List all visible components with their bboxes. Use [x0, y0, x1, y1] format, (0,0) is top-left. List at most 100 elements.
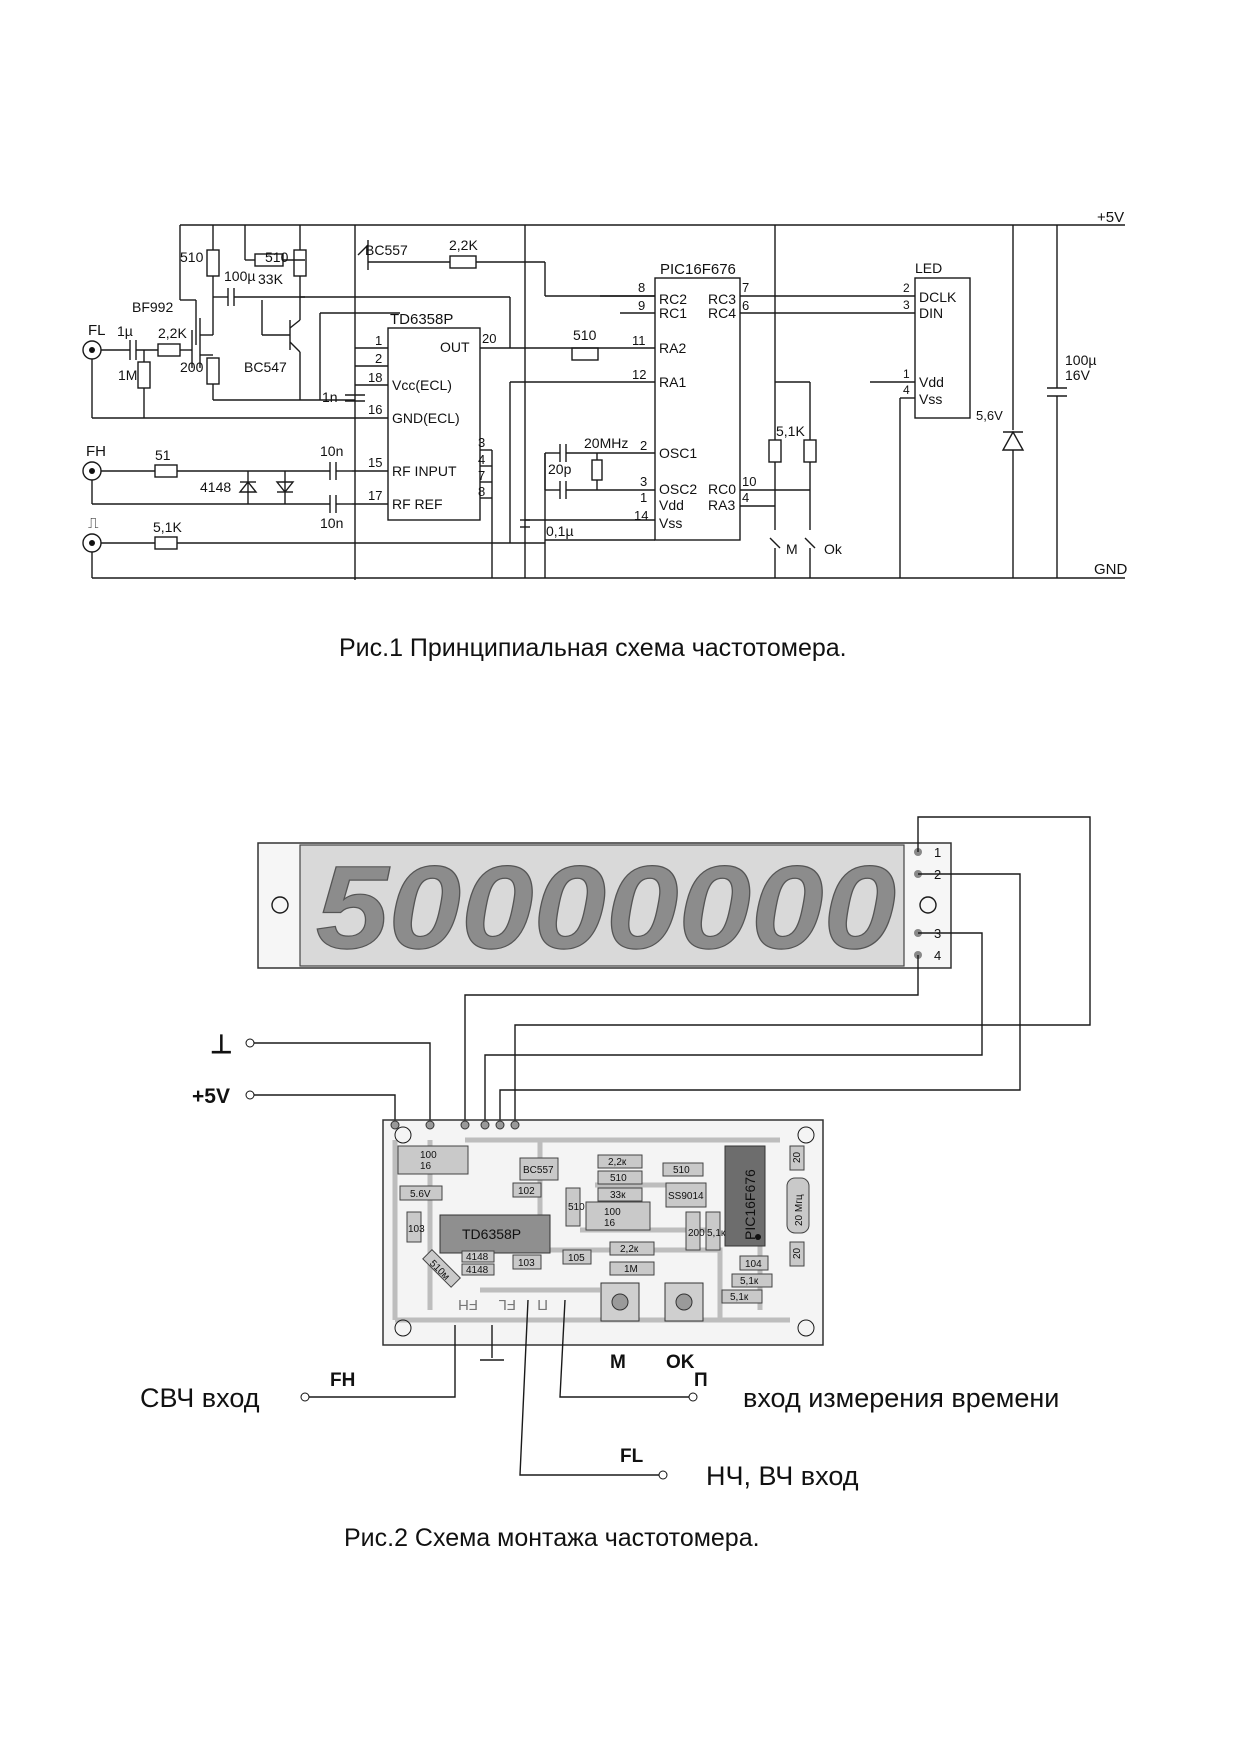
- pic-rc1: RC1: [659, 305, 687, 321]
- td-pin-15: 15: [368, 455, 382, 470]
- pic-pin-3: 3: [640, 474, 647, 489]
- button-ok-cap: [675, 1293, 693, 1311]
- pic-pin-1: 1: [640, 490, 647, 505]
- pcb-r-200-label: 200: [688, 1228, 705, 1239]
- pcb-r-5k1-a-label: 5,1к: [707, 1228, 726, 1239]
- resistor-51: [154, 464, 178, 478]
- pcb-r-2k2-b-label: 2,2к: [620, 1244, 639, 1255]
- pcb-r-2k2-a-label: 2,2к: [608, 1157, 627, 1168]
- button-ok-label: OK: [666, 1352, 695, 1373]
- silk-fl: FL: [498, 1296, 516, 1313]
- transistor-bc557: [357, 244, 369, 256]
- td-gnd-label: GND(ECL): [392, 410, 460, 426]
- sw-ok-label: Ok: [824, 541, 843, 557]
- pcb-ic-td6358p: [439, 1214, 551, 1254]
- r22k-top-label: 2,2K: [449, 237, 478, 253]
- led-module: [914, 277, 971, 419]
- gnd-terminal: [245, 1038, 255, 1048]
- r1m-label: 1M: [118, 367, 137, 383]
- pcb-r-2k2-a: [597, 1154, 643, 1169]
- pic-rc2: RC2: [659, 291, 687, 307]
- pic-ra3: RA3: [708, 497, 735, 513]
- r33k-label: 33K: [258, 271, 284, 287]
- vcc-terminal: [245, 1090, 255, 1100]
- pcb-cap-102-label: 102: [518, 1186, 535, 1197]
- pcb-cap-20-a: [789, 1145, 805, 1171]
- c20p-label: 20p: [548, 461, 572, 477]
- pcb-cap-104: [739, 1255, 769, 1271]
- pcb-cap-100u-a: [397, 1145, 469, 1175]
- td-rfin-label: RF INPUT: [392, 463, 457, 479]
- pcb-cap-103-b-label: 103: [518, 1258, 535, 1269]
- pcb-cap-103-a: [406, 1211, 422, 1243]
- display-pin-4: 4: [934, 948, 941, 963]
- pic-pin-12: 12: [632, 367, 646, 382]
- bc547-label: BC547: [244, 359, 287, 375]
- pcb-zener: [399, 1185, 443, 1201]
- pcb-cap-105-label: 105: [568, 1253, 585, 1264]
- r510a-label: 510: [180, 249, 204, 265]
- wire-pin2: [499, 873, 1021, 1125]
- pcb-r-1m: [609, 1261, 655, 1276]
- svg-text:FH: FH: [86, 443, 106, 460]
- c100u16-label: 100µ: [1065, 352, 1096, 368]
- pic-pin-9: 9: [638, 298, 645, 313]
- assembly-figure: 50000000 1 2 3 4 ⊥ +5V: [140, 816, 1091, 1552]
- display-readout: 50000000: [316, 842, 896, 974]
- td-pin-1: 1: [375, 333, 382, 348]
- pcb-d4148-b-label: 4148: [466, 1265, 489, 1276]
- led-din: DIN: [919, 305, 943, 321]
- ic-td6358p: [387, 327, 481, 521]
- td-rfref-label: RF REF: [392, 496, 443, 512]
- wire-vcc: [250, 1094, 396, 1125]
- pcb-d4148-a-label: 4148: [466, 1252, 489, 1263]
- td-pin-3: 3: [478, 435, 485, 450]
- pcb-cap-105: [562, 1249, 592, 1265]
- pcb-r-33k: [597, 1187, 643, 1202]
- pcb-diode-4148-a: [461, 1250, 495, 1263]
- input-fl-connector: FL: [82, 322, 106, 360]
- pcb-r-1m-label: 1М: [624, 1264, 638, 1275]
- pcb-r-5k1-b: [731, 1273, 773, 1288]
- r51k-a-label: 5,1K: [776, 423, 805, 439]
- mount-hole-left: [271, 896, 289, 914]
- led-vdd: Vdd: [919, 374, 944, 390]
- pcb-r-5k1-c: [721, 1289, 763, 1304]
- pcb-cap-103-b: [512, 1254, 542, 1270]
- zener-label: 5,6V: [976, 408, 1003, 423]
- p-tag: П: [694, 1370, 708, 1391]
- diode-4148-b: [275, 481, 295, 494]
- pcb-pic-label: PIC16F676: [742, 1169, 758, 1240]
- crystal-20mhz: [591, 459, 603, 481]
- pcb-ss9014: [665, 1182, 707, 1208]
- display-window: [299, 844, 905, 967]
- td-pin-8: 8: [478, 484, 485, 499]
- gnd-rail-label: GND: [1094, 561, 1128, 578]
- td6358p-name: TD6358P: [390, 311, 453, 328]
- pcb-cap-20-b-label: 20: [792, 1247, 803, 1259]
- c1u-label: 1µ: [117, 323, 133, 339]
- pcb-r-5k1-c-label: 5,1к: [730, 1292, 749, 1303]
- pcb-r-510-b: [662, 1162, 704, 1177]
- pic-rc0: RC0: [708, 481, 736, 497]
- td-pin-20: 20: [482, 331, 496, 346]
- pcb-crystal-label: 20 Мгц: [794, 1194, 805, 1226]
- td-pin-16: 16: [368, 402, 382, 417]
- pcb-r-510-a-label: 510: [610, 1173, 627, 1184]
- pcb-r-510-b-label: 510: [673, 1165, 690, 1176]
- pcb-bc557-label: BC557: [523, 1165, 554, 1176]
- pcb-r-510m: [422, 1249, 461, 1288]
- figure2-caption: Рис.2 Схема монтажа частотомера.: [344, 1524, 760, 1552]
- td-pin-17: 17: [368, 488, 382, 503]
- bf992-label: BF992: [132, 299, 173, 315]
- diode-4148-a: [238, 480, 258, 493]
- wire-pin4: [464, 955, 919, 1125]
- led-vss: Vss: [919, 391, 942, 407]
- resistor-2k2-top: [449, 255, 477, 269]
- c100u-label: 100µ: [224, 268, 255, 284]
- pcb-cap-100u-b: [585, 1201, 651, 1231]
- led-dclk: DCLK: [919, 289, 957, 305]
- wire-p: [559, 1299, 690, 1398]
- schematic-figure: +5V GND FL FH ⎍ 1µ 2,2K 1M: [82, 209, 1128, 662]
- pic-osc2: OSC2: [659, 481, 697, 497]
